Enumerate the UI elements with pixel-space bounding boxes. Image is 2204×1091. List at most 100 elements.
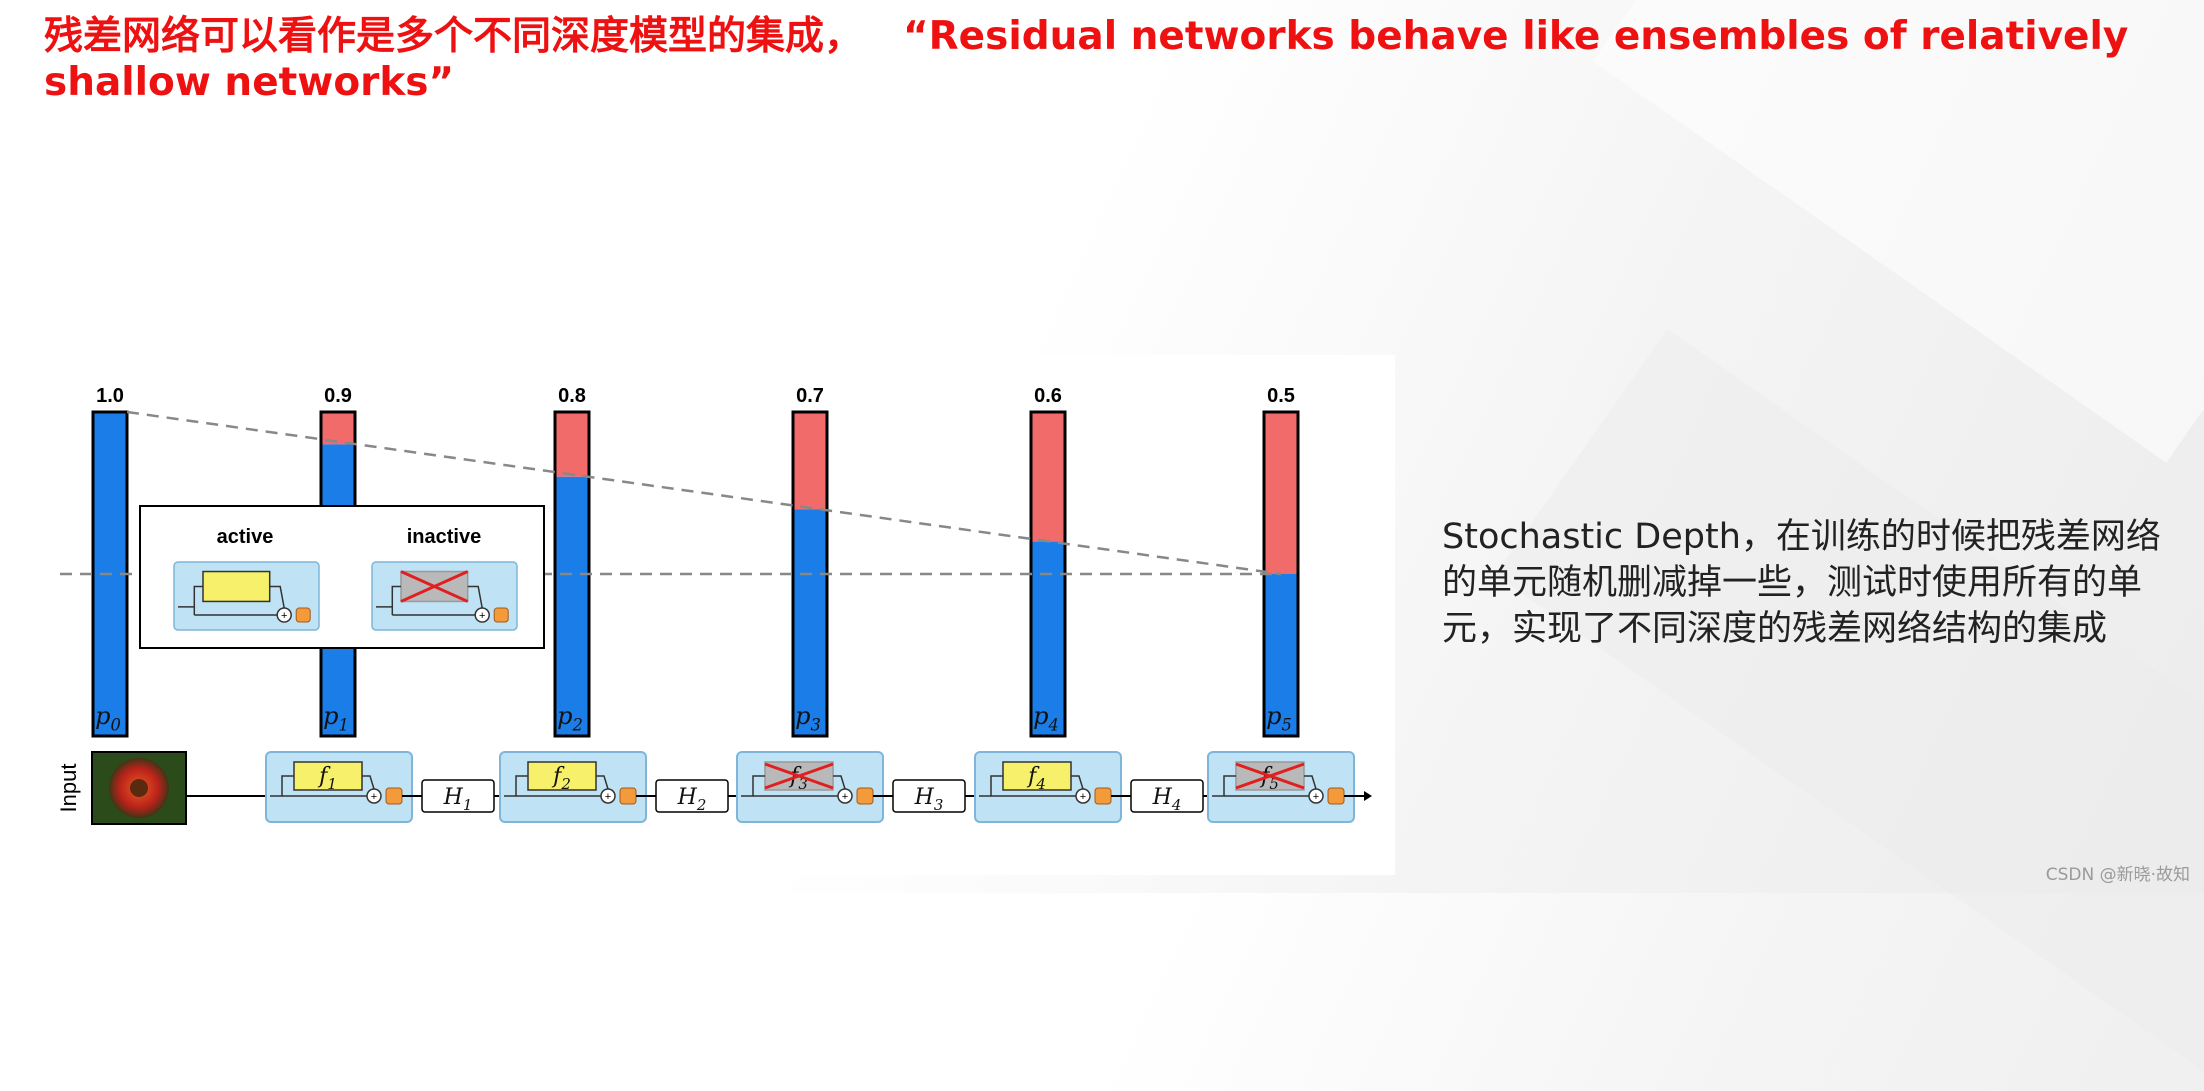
cross-mark xyxy=(400,570,469,603)
hidden-state-label: H3 xyxy=(914,785,944,814)
residual-block: f3+ xyxy=(736,751,884,823)
bar-p-label: p1 xyxy=(323,702,349,735)
hidden-state-label-sub: 3 xyxy=(934,796,944,814)
watermark: CSDN @新晓·故知 xyxy=(2045,865,2190,885)
hidden-state-label-sub: 2 xyxy=(696,796,707,814)
slide-title: 残差网络可以看作是多个不同深度模型的集成，“Residual networks … xyxy=(44,14,2164,106)
block-add-node xyxy=(1075,788,1091,804)
bar-p-label-main: p xyxy=(1033,702,1048,730)
bar-prob-label: 0.5 xyxy=(1267,385,1295,407)
input-flower-center xyxy=(130,779,148,797)
residual-block: f1+ xyxy=(265,751,413,823)
block-residual-path xyxy=(1071,775,1084,790)
mini-plus-sign: + xyxy=(479,610,485,622)
block-input-path xyxy=(1212,775,1236,797)
block-plus-sign: + xyxy=(1080,791,1086,803)
bar-p-label: p2 xyxy=(557,702,583,735)
block-plus-sign: + xyxy=(605,791,611,803)
legend-inactive-label: inactive xyxy=(407,526,481,548)
hidden-state-label-main: H xyxy=(443,785,464,810)
bar-drop-segment xyxy=(555,412,589,477)
bar-p-label-main: p xyxy=(95,702,110,730)
bar-p-label-sub: 4 xyxy=(1047,716,1058,735)
block-input-path xyxy=(741,775,765,797)
title-english: “Residual networks behave like ensembles… xyxy=(44,14,2129,105)
background-shape xyxy=(1495,329,2204,1091)
mini-add-node xyxy=(474,607,490,623)
mini-add-node xyxy=(276,607,292,623)
mini-output-node xyxy=(295,607,311,623)
bar-drop-segment xyxy=(793,412,827,510)
bar-p-label-sub: 0 xyxy=(110,716,120,735)
block-residual-path xyxy=(362,775,375,790)
block-add-node xyxy=(366,788,382,804)
block-add-node xyxy=(1308,788,1324,804)
cross-mark xyxy=(764,762,834,790)
chain-output-arrow xyxy=(1364,791,1372,801)
mini-residual-path xyxy=(467,585,483,609)
bar-p-label-sub: 3 xyxy=(810,716,820,735)
block-plus-sign: + xyxy=(1313,791,1319,803)
hidden-state-label-sub: 4 xyxy=(1171,796,1182,814)
bar-prob-label: 0.9 xyxy=(324,385,352,407)
block-residual-path xyxy=(833,775,846,790)
mini-plus-sign: + xyxy=(281,610,287,622)
block-function-label-sub: 1 xyxy=(327,775,337,793)
mini-residual-path xyxy=(269,585,285,609)
bar-p-label-main: p xyxy=(557,702,572,730)
block-residual-path xyxy=(596,775,609,790)
mini-skip-in xyxy=(376,585,401,608)
legend-active-label: active xyxy=(217,526,274,548)
block-add-node xyxy=(837,788,853,804)
bar-p-label-sub: 1 xyxy=(338,716,348,735)
hidden-state-label-main: H xyxy=(677,785,698,810)
bar-survive-segment xyxy=(555,476,589,736)
caption: Stochastic Depth，在训练的时候把残差网络的单元随机删减掉一些，测… xyxy=(1442,517,2161,649)
title-chinese: 残差网络可以看作是多个不同深度模型的集成， xyxy=(44,14,864,59)
block-function-box xyxy=(293,761,363,791)
residual-block: f2+ xyxy=(499,751,647,823)
residual-block: f5+ xyxy=(1207,751,1355,823)
hidden-state-label: H1 xyxy=(443,785,473,814)
block-function-label-sub: 5 xyxy=(1269,775,1279,793)
input-label: Input xyxy=(56,764,81,813)
bar-p-label-main: p xyxy=(795,702,810,730)
block-output-node xyxy=(619,787,637,805)
hidden-state-label-sub: 1 xyxy=(463,796,473,814)
bar-p-label: p4 xyxy=(1033,702,1059,735)
block-input-path xyxy=(979,775,1003,797)
hidden-state-label-main: H xyxy=(914,785,935,810)
mini-function-box xyxy=(202,570,271,603)
bar-drop-segment xyxy=(1031,412,1065,542)
bar-p-label: p5 xyxy=(1266,702,1292,735)
block-output-node xyxy=(856,787,874,805)
bar-p-label-main: p xyxy=(1266,702,1281,730)
bar-drop-segment xyxy=(1264,412,1298,574)
bar-p-label-sub: 2 xyxy=(571,716,582,735)
bar-prob-label: 0.6 xyxy=(1034,385,1062,407)
block-function-label-sub: 2 xyxy=(560,775,571,793)
block-function-label-sub: 3 xyxy=(798,775,808,793)
block-function-box xyxy=(527,761,597,791)
block-residual-path xyxy=(1304,775,1317,790)
bar-prob-label: 0.7 xyxy=(796,385,824,407)
bar-p-label: p3 xyxy=(795,702,821,735)
block-plus-sign: + xyxy=(371,791,377,803)
legend-box: active inactive + + xyxy=(139,505,545,649)
block-function-box xyxy=(1002,761,1072,791)
block-plus-sign: + xyxy=(842,791,848,803)
cross-mark xyxy=(1235,762,1305,790)
bar-prob-label: 0.8 xyxy=(558,385,586,407)
hidden-state-label: H2 xyxy=(677,785,707,814)
block-output-node xyxy=(385,787,403,805)
hidden-state-label: H4 xyxy=(1152,785,1182,814)
bar-p-label-sub: 5 xyxy=(1281,716,1291,735)
block-output-node xyxy=(1094,787,1112,805)
block-input-path xyxy=(504,775,528,797)
block-function-label-sub: 4 xyxy=(1035,775,1046,793)
bar-survive-segment xyxy=(793,509,827,736)
block-output-node xyxy=(1327,787,1345,805)
residual-block: f4+ xyxy=(974,751,1122,823)
dashed-trend-line xyxy=(126,410,1282,576)
